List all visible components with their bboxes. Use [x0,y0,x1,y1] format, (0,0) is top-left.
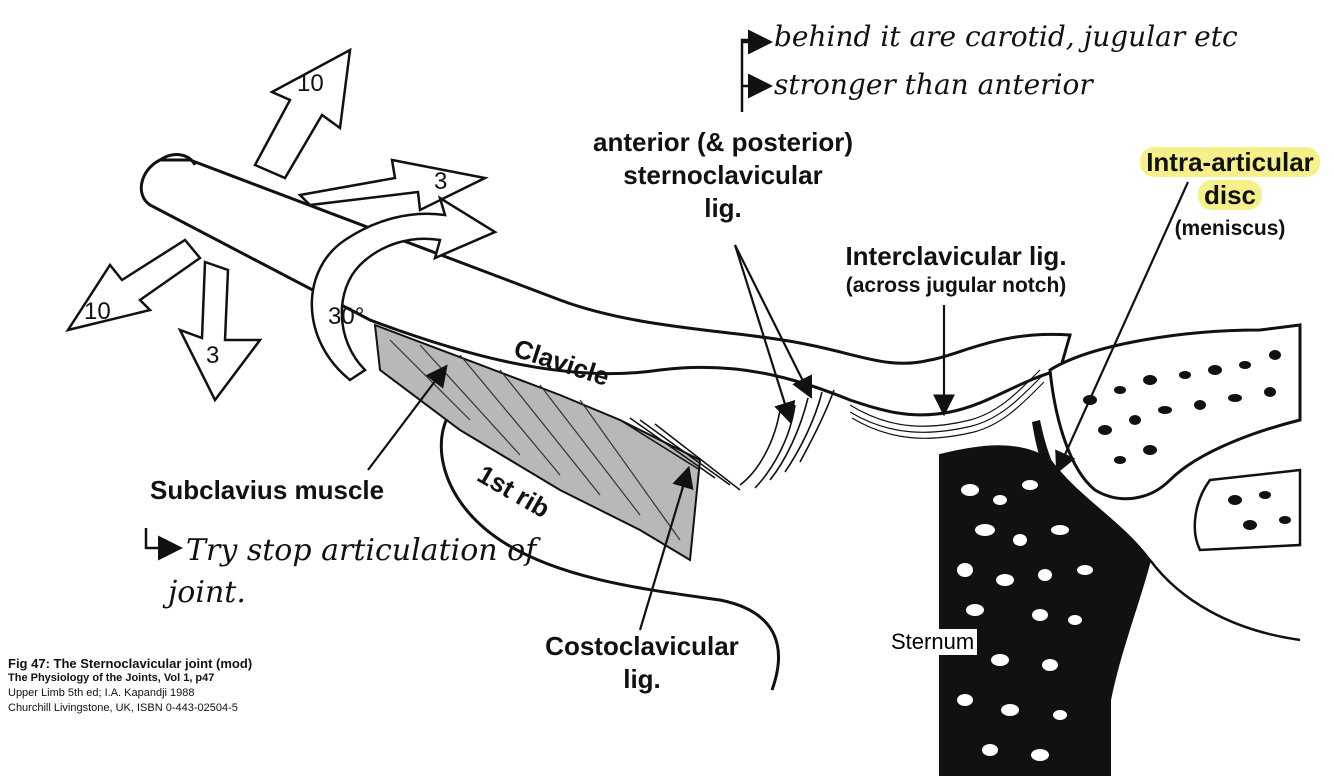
costoclavicular-lig-shape [619,417,741,491]
interclavicular-label: Interclavicular lig. (across jugular not… [830,240,1082,299]
second-rib-stub [1193,468,1302,552]
handwritten-note-subclavius: Try stop articulation of joint. [168,530,537,614]
handwritten-note-carotid: behind it are carotid, jugular etc [774,20,1238,53]
handwritten-note-subclavius-line1: Try stop articulation of [186,533,537,568]
leader-ant-post-lig-2 [734,244,812,399]
depression-value: 3 [206,342,220,369]
handwritten-note-stronger: stronger than anterior [774,68,1093,101]
leader-intra-articular [1055,181,1190,475]
protraction-arrow [297,158,489,212]
leader-subclavius [367,364,448,471]
intra-articular-label-line2: disc [1197,180,1263,210]
clavicle-head-trabeculae [1083,350,1281,464]
costoclavicular-label: Costoclavicular lig. [534,630,750,696]
caption-line1: Fig 47: The Sternoclavicular joint (mod) [8,656,253,671]
sternum-label: Sternum [888,629,978,655]
protraction-value: 3 [434,168,448,195]
ant-post-lig-label-line2: sternoclavicular [623,160,823,190]
costoclavicular-label-line2: lig. [623,664,661,694]
sternum-trabeculae [957,480,1093,761]
rotation-value: 30° [328,303,365,330]
interclavicular-lig-shape [849,369,1045,439]
interclavicular-label-line2: (across jugular notch) [845,274,1067,297]
clavicle-head [1048,323,1302,501]
ant-post-lig-label-line3: lig. [704,193,742,223]
leader-ant-post-lig-1 [733,244,796,425]
interclavicular-label-line1: Interclavicular lig. [845,241,1067,271]
ant-post-lig-label-line1: anterior (& posterior) [592,127,854,157]
motion-arrows [65,47,498,403]
caption-line3: Upper Limb 5th ed; I.A. Kapandji 1988 [8,687,195,699]
retraction-arrow [65,238,202,332]
caption-line4: Churchill Livingstone, UK, ISBN 0-443-02… [8,702,238,714]
rotation-arrow [310,195,498,382]
elevation-value: 10 [297,70,324,97]
depression-arrow [177,260,263,403]
intra-articular-label-line3: (meniscus) [1174,217,1286,240]
sternoclavicular-lig-shape [739,389,835,489]
intra-articular-disc-shape [1032,420,1100,533]
costoclavicular-label-line1: Costoclavicular [545,631,739,661]
handwritten-arrows [144,29,773,561]
handwritten-note-subclavius-line2: joint. [168,575,246,610]
caption-line2: The Physiology of the Joints, Vol 1, p47 [8,672,215,684]
intra-articular-label: Intra-articular disc (meniscus) [1130,146,1330,242]
intra-articular-label-line1: Intra-articular [1140,147,1320,177]
elevation-arrow [253,47,352,180]
ant-post-lig-label: anterior (& posterior) sternoclavicular … [578,126,868,225]
subclavius-label: Subclavius muscle [150,475,385,505]
figure-caption: Fig 47: The Sternoclavicular joint (mod)… [8,656,252,716]
leader-costoclavicular [638,465,694,631]
retraction-value: 10 [84,298,111,325]
